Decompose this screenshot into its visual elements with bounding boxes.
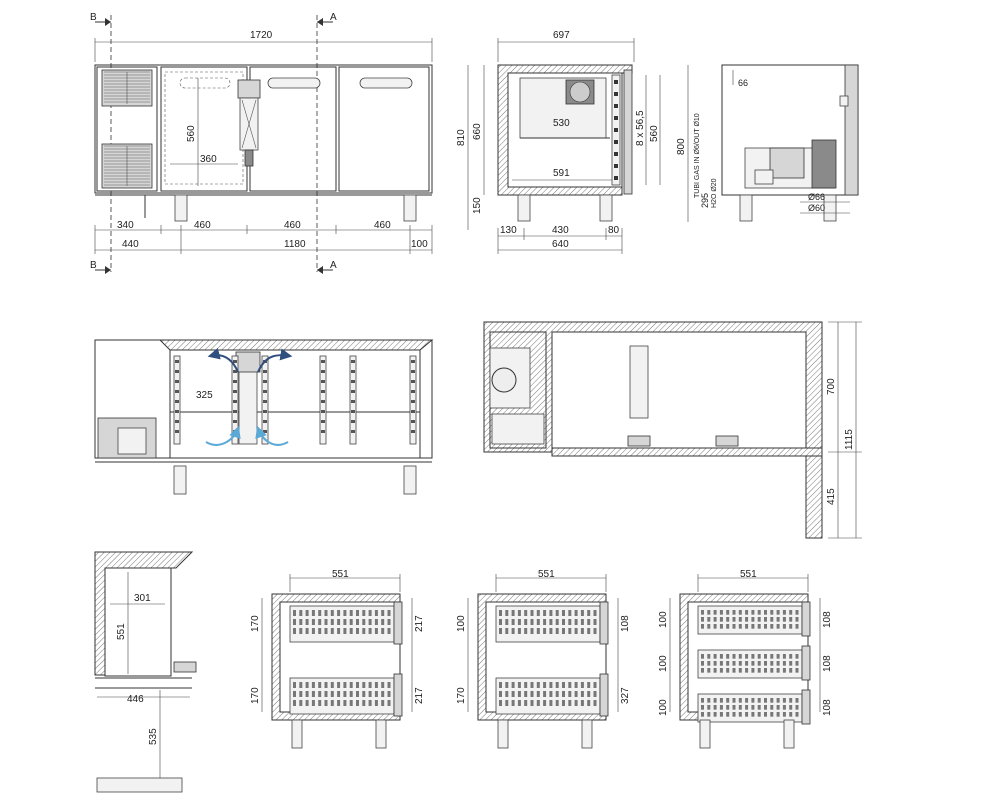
leg xyxy=(581,719,593,749)
water-pipe-label: H2O Ø20 xyxy=(711,178,718,208)
dim-drawer-left: 100 xyxy=(658,655,669,672)
gas-pipe-label: TUBI GAS IN Ø6/OUT Ø10 xyxy=(694,113,701,198)
dim-drawer-right: 327 xyxy=(620,687,631,704)
airflow-section-view: 325 xyxy=(94,339,434,495)
leg xyxy=(517,194,531,222)
airflow-arrow-left xyxy=(207,347,239,373)
section-marker-a-top: A xyxy=(317,12,337,26)
front-view: B A B A 1720 xyxy=(90,12,433,274)
small-section-view: 301 551 446 535 xyxy=(94,551,197,793)
dim-right-height: 800 xyxy=(676,138,687,155)
door-handle xyxy=(267,77,321,89)
dim-pipe-height: 295 xyxy=(700,193,710,208)
dim-foot-right: 80 xyxy=(608,225,620,236)
plan-section-view: 700 1115 415 xyxy=(483,321,862,539)
svg-text:B: B xyxy=(90,12,97,23)
dim-rail-height: 560 xyxy=(649,125,660,142)
dim-compartment-c: 460 xyxy=(374,220,391,231)
return-air-arrow-right xyxy=(255,425,289,446)
dim-drawer-left: 100 xyxy=(658,611,669,628)
dim-inner-top: 530 xyxy=(553,118,570,129)
dim-drawer-right: 108 xyxy=(620,615,631,632)
vent-grille-bottom xyxy=(101,143,153,189)
dim-base-depth: 640 xyxy=(552,239,569,250)
drawer-view: 551 100 100 100 108 108 108 xyxy=(658,569,833,749)
dim-small-base: 446 xyxy=(127,694,144,705)
dim-drawer-left: 100 xyxy=(456,615,467,632)
dim-drawer-right: 108 xyxy=(822,611,833,628)
dim-small-leg: 535 xyxy=(148,728,159,745)
drawer-view: 551 170 170 217 217 xyxy=(250,569,425,749)
right-side-view: 66 800 TUBI GAS IN Ø6/OUT Ø10 H2O Ø20 29… xyxy=(676,64,859,222)
dim-drawer-width: 551 xyxy=(538,569,555,580)
dim-drawer-left: 170 xyxy=(250,687,261,704)
dim-hole-a: Ø66 xyxy=(808,192,825,202)
dim-drawer-left: 170 xyxy=(250,615,261,632)
door-handle xyxy=(359,77,413,89)
dim-leg-offset-left: 440 xyxy=(122,239,139,250)
dim-plan-upper: 700 xyxy=(826,378,837,395)
dim-drawer-right: 108 xyxy=(822,699,833,716)
leg xyxy=(599,194,613,222)
dim-leg-span: 1180 xyxy=(284,239,306,250)
dim-drawer-left: 100 xyxy=(658,699,669,716)
evaporator-fan xyxy=(237,79,261,99)
leg xyxy=(403,465,417,495)
leg xyxy=(174,194,188,222)
leg xyxy=(497,719,509,749)
dim-door-width: 360 xyxy=(200,154,217,165)
leg xyxy=(173,465,187,495)
leg xyxy=(783,719,795,749)
dim-drawer-right: 217 xyxy=(414,687,425,704)
dim-foot-span: 430 xyxy=(552,225,569,236)
svg-text:B: B xyxy=(90,260,97,271)
dim-door-height: 560 xyxy=(186,125,197,142)
dim-plan-lower: 415 xyxy=(826,488,837,505)
leg xyxy=(291,719,303,749)
leg xyxy=(699,719,711,749)
dim-foot-left: 130 xyxy=(500,225,517,236)
dim-depth: 697 xyxy=(553,30,570,41)
dim-small-inner-height: 551 xyxy=(116,623,127,640)
dim-drawer-left: 170 xyxy=(456,687,467,704)
dim-inner-bottom: 591 xyxy=(553,168,570,179)
vent-grille-top xyxy=(101,69,153,107)
leg xyxy=(375,719,387,749)
dim-leg-height: 150 xyxy=(472,197,483,214)
leg xyxy=(403,194,417,222)
dim-rail-pitch: 8 x 56,5 xyxy=(635,110,646,146)
dim-compartment-a: 460 xyxy=(194,220,211,231)
svg-text:A: A xyxy=(330,260,337,271)
section-marker-b-top: B xyxy=(90,12,111,26)
drawer-view: 551 100 170 108 327 xyxy=(456,569,631,749)
section-marker-a-bottom: A xyxy=(317,260,337,274)
dim-drawer-right: 108 xyxy=(822,655,833,672)
dim-plan-total: 1115 xyxy=(844,429,855,450)
dim-drawer-width: 551 xyxy=(332,569,349,580)
dim-drawer-width: 551 xyxy=(740,569,757,580)
evaporator-fan xyxy=(629,345,649,419)
side-section-view: 697 530 591 810 660 150 8 x 56,5 560 xyxy=(456,30,661,254)
airflow-label: 325 xyxy=(196,390,213,401)
dim-height-inner: 660 xyxy=(472,123,483,140)
dim-overall-width: 1720 xyxy=(250,30,273,41)
svg-text:A: A xyxy=(330,12,337,23)
dim-height-total: 810 xyxy=(456,129,467,146)
section-marker-b-bottom: B xyxy=(90,260,111,274)
dim-top-gap: 66 xyxy=(738,78,748,88)
dim-compartment-b: 460 xyxy=(284,220,301,231)
return-air-arrow-left xyxy=(205,425,241,446)
dim-hole-b: Ø60 xyxy=(808,203,825,213)
dim-small-inner-width: 301 xyxy=(134,593,151,604)
dim-unit-width: 340 xyxy=(117,220,134,231)
airflow-arrow-right xyxy=(257,348,293,373)
dim-drawer-right: 217 xyxy=(414,615,425,632)
dim-leg-offset-right: 100 xyxy=(411,239,428,250)
